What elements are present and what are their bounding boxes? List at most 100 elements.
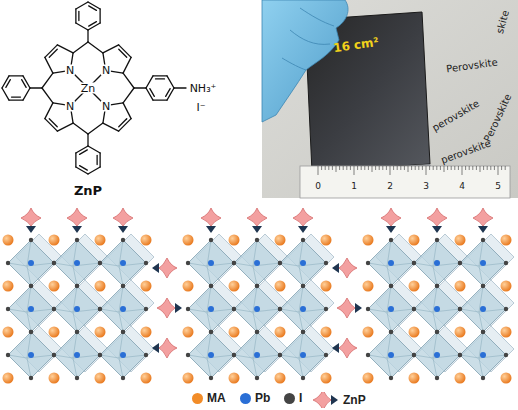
i-atom	[209, 376, 213, 380]
ma-cation	[363, 373, 374, 384]
octahedron-edge	[73, 266, 77, 286]
ma-cation	[501, 281, 512, 292]
octahedron-edge	[479, 266, 483, 286]
ruler-tick	[343, 166, 344, 170]
ma-cation	[49, 373, 60, 384]
bond-line	[49, 49, 57, 57]
ma-cation	[183, 327, 194, 338]
i-atom	[435, 284, 439, 288]
ruler-tick	[408, 166, 409, 172]
pb-atom	[28, 352, 34, 358]
bond-line	[89, 6, 97, 10]
octahedron	[100, 286, 146, 332]
ma-cation	[501, 373, 512, 384]
bond-line	[30, 87, 42, 88]
bond-line	[88, 42, 103, 53]
octahedron	[280, 286, 326, 332]
i-atom	[301, 284, 305, 288]
i-atom	[6, 307, 10, 311]
octahedron	[234, 286, 280, 332]
octahedron	[8, 240, 54, 286]
ma-cation	[95, 235, 106, 246]
bond-line	[6, 80, 10, 88]
i-atom	[98, 353, 102, 357]
bond-line	[73, 123, 88, 134]
bond-line	[146, 88, 153, 100]
bond-line	[76, 146, 88, 153]
pb-atom	[208, 260, 214, 266]
i-atom	[278, 261, 282, 265]
ma-cation	[455, 327, 466, 338]
i-atom	[389, 330, 393, 334]
octahedron	[460, 286, 506, 332]
bond-line	[87, 134, 88, 146]
bond-line	[103, 53, 106, 70]
legend-swatch	[240, 393, 251, 404]
ma-cation	[363, 327, 374, 338]
ruler-tick	[393, 166, 394, 170]
ma-cation	[275, 281, 286, 292]
bond-line	[88, 88, 106, 106]
ruler-tick	[440, 166, 441, 170]
ma-cation	[275, 235, 286, 246]
ruler-tick	[480, 166, 481, 172]
legend-text: ZnP	[343, 394, 366, 406]
octahedron-edge	[234, 355, 253, 358]
i-atom	[435, 376, 439, 380]
ruler-tick	[458, 166, 459, 170]
i-atom	[52, 261, 56, 265]
ruler-tick	[462, 166, 463, 175]
i-atom	[412, 307, 416, 311]
legend-symbol	[312, 392, 340, 408]
octahedron-edge	[479, 358, 483, 378]
ma-cation	[49, 281, 60, 292]
ruler-tick	[382, 166, 383, 170]
i-atom	[232, 261, 236, 265]
ma-cation	[95, 281, 106, 292]
i-atom	[458, 307, 462, 311]
i-atom	[481, 284, 485, 288]
i-atom	[412, 353, 416, 357]
ruler-tick	[339, 166, 340, 170]
bond-line	[78, 12, 79, 21]
i-atom	[366, 307, 370, 311]
i-atom	[121, 330, 125, 334]
octahedron	[54, 286, 100, 332]
i-atom	[186, 307, 190, 311]
octahedron-edge	[253, 358, 257, 378]
bond-line	[119, 119, 127, 127]
ma-cation	[229, 373, 240, 384]
octahedron-edge	[280, 309, 299, 312]
ma-cation	[409, 373, 420, 384]
octahedron	[54, 332, 100, 378]
ruler-tick	[494, 166, 495, 170]
octahedron-edge	[460, 309, 479, 312]
i-atom	[232, 353, 236, 357]
ammonium-label: NH₃⁺	[189, 83, 218, 94]
bond-line	[119, 45, 131, 57]
ruler-tick	[451, 166, 452, 170]
ruler-number: 5	[495, 182, 501, 191]
octahedron	[234, 332, 280, 378]
i-atom	[458, 307, 462, 311]
ma-cation	[501, 327, 512, 338]
bond-line	[75, 9, 76, 23]
ruler-tick	[397, 166, 398, 170]
pb-atom	[434, 260, 440, 266]
bond-line	[23, 76, 30, 88]
ma-cation	[141, 373, 152, 384]
ruler-number: 1	[351, 182, 357, 191]
octahedron-edge	[234, 263, 253, 266]
i-atom	[52, 353, 56, 357]
bond-line	[146, 76, 153, 88]
bond-line	[87, 30, 88, 42]
i-atom	[98, 261, 102, 265]
i-atom	[255, 238, 259, 242]
bond-line	[42, 73, 53, 88]
ma-cation	[455, 281, 466, 292]
ruler-tick	[454, 166, 455, 170]
i-atom	[52, 307, 56, 311]
octahedron	[54, 240, 100, 286]
i-atom	[144, 307, 148, 311]
